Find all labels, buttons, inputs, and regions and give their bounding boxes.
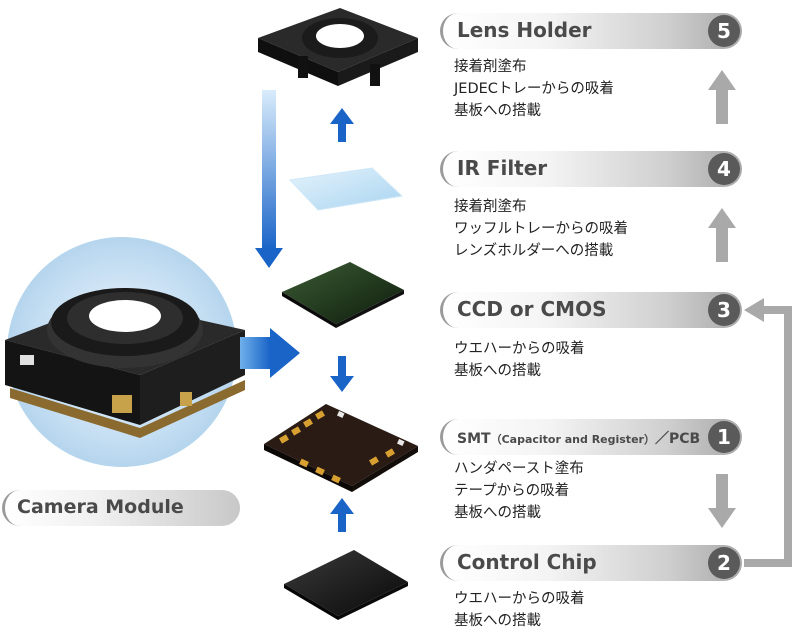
step-title: Lens Holder [457,18,592,42]
step-control-chip-header: Control Chip 2 [440,545,742,581]
control-chip-part [284,550,408,620]
step-number-badge: 3 [708,294,740,326]
blue-arrow-up-2 [330,498,354,532]
sensor-chip-part [282,262,404,328]
gray-arrow-down-1-2 [708,474,736,528]
pcb-board-part [264,404,418,492]
description-line: JEDECトレーからの吸着 [454,81,614,97]
step-title: SMT（Capacitor and Register）／PCB [457,428,700,448]
step-smt-pcb-description: ハンダペースト塗布 テープからの吸着 基板への搭載 [454,458,584,524]
camera-module-label: Camera Module [17,496,184,518]
step-title: Control Chip [457,550,597,574]
description-line: ハンダペースト塗布 [454,461,584,477]
lens-holder-part [258,8,418,86]
blue-arrow-right [240,328,300,378]
step-title: CCD or CMOS [457,297,607,321]
step-smt-pcb-header: SMT（Capacitor and Register）／PCB 1 [440,419,742,455]
description-line: ウエハーからの吸着 [454,341,585,357]
step-ir-filter-header: IR Filter 4 [440,151,742,187]
blue-arrow-long-down [255,90,283,268]
description-line: 基板への搭載 [454,613,541,629]
ir-filter-part [288,167,404,211]
description-line: レンズホルダーへの搭載 [454,243,614,259]
description-line: テープからの吸着 [454,483,570,499]
description-line: 基板への搭載 [454,505,541,521]
description-line: 接着剤塗布 [454,199,527,215]
description-line: ワッフルトレーからの吸着 [454,221,628,237]
step-ccd-cmos-description: ウエハーからの吸着 基板への搭載 [454,338,585,382]
description-line: 接着剤塗布 [454,59,527,75]
description-line: 基板への搭載 [454,103,541,119]
step-control-chip-description: ウエハーからの吸着 基板への搭載 [454,588,585,632]
step-number-badge: 1 [708,421,740,453]
step-lens-holder-header: Lens Holder 5 [440,13,742,49]
step-number-badge: 5 [708,15,740,47]
step-title-sub: （Capacitor and Register） [490,433,655,446]
description-line: 基板への搭載 [454,363,541,379]
gray-arrow-up-3-4 [708,208,736,262]
step-title-main: SMT [457,431,491,447]
step-ir-filter-description: 接着剤塗布 ワッフルトレーからの吸着 レンズホルダーへの搭載 [454,196,628,262]
step-title-tail: ／PCB [654,431,701,447]
description-line: ウエハーからの吸着 [454,591,585,607]
gray-arrow-up-4-5 [708,70,736,124]
step-number-badge: 2 [708,547,740,579]
camera-module-label-pill: Camera Module [2,490,240,526]
camera-module-image [5,288,245,438]
step-number-badge: 4 [708,153,740,185]
step-title: IR Filter [457,156,548,180]
gray-arrow-loop-2-3 [744,298,792,567]
step-ccd-cmos-header: CCD or CMOS 3 [440,292,742,328]
step-lens-holder-description: 接着剤塗布 JEDECトレーからの吸着 基板への搭載 [454,56,614,122]
blue-arrow-down-1 [330,356,354,392]
blue-arrow-up-1 [330,108,354,142]
